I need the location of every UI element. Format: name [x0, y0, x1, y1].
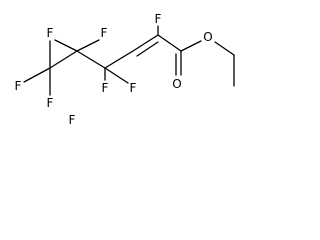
- fluorine-c2-label: F: [155, 12, 162, 26]
- fluorine-c5a-label: F: [47, 26, 54, 40]
- bond-c5-c4: [76, 50, 106, 69]
- bond-c6-c5: [49, 50, 78, 69]
- fluorine-c4b-label: F: [130, 81, 137, 95]
- structure-diagram: F F F F F F F F O O: [15, 12, 235, 127]
- fluorine-c6b-label: F: [47, 96, 54, 110]
- bond-c3-c2: [132, 34, 159, 52]
- bonds: [23, 25, 235, 96]
- bond-c6-f-left: [23, 67, 51, 83]
- fluorine-c6c-label: F: [69, 113, 76, 127]
- bond-c4-f-right: [104, 67, 129, 84]
- atom-labels: F F F F F F F F O O: [15, 12, 213, 127]
- bond-c2-c1: [157, 34, 182, 52]
- fluorine-c4a-label: F: [102, 81, 109, 95]
- bond-c4-c3: [104, 50, 134, 69]
- fluorine-c6a-label: F: [15, 79, 22, 93]
- bond-c1-o-ester: [180, 40, 202, 52]
- bond-c3-c2-double: [136, 41, 159, 57]
- bond-c5-f-left: [54, 39, 78, 52]
- fluorine-c5b-label: F: [101, 26, 108, 40]
- oxygen-carbonyl-label: O: [172, 77, 181, 91]
- bond-o-ch2: [214, 41, 235, 56]
- bond-c5-f-right: [76, 39, 100, 52]
- oxygen-ester-label: O: [203, 30, 212, 44]
